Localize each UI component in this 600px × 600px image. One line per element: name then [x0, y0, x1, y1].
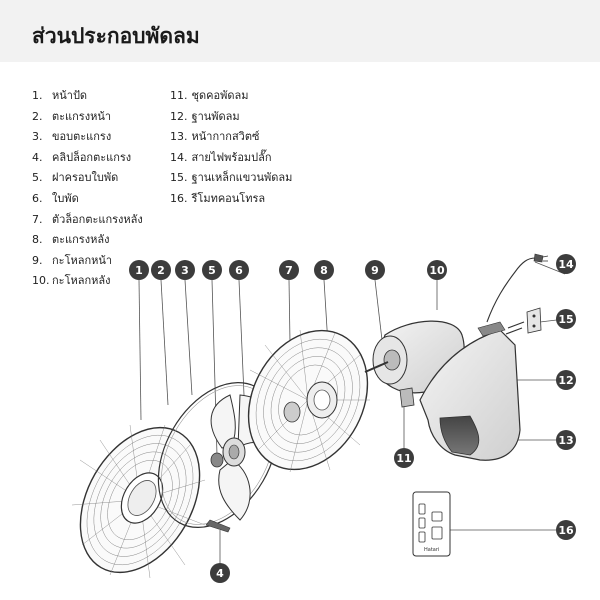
part-number: 1. — [32, 89, 43, 102]
part-name: ชุดคอพัดลม — [191, 89, 249, 102]
power-cord-drawing — [486, 253, 549, 323]
list-item: 12.ฐานพัดลม — [170, 107, 292, 128]
part-name: รีโมทคอนโทรล — [191, 191, 266, 205]
part-number: 4. — [32, 150, 43, 164]
part-number: 9. — [32, 253, 43, 267]
callout-8: 8 — [314, 260, 334, 280]
list-item: 15.ฐานเหล็กแขวนพัดลม — [170, 168, 292, 189]
callout-number: 9 — [371, 264, 379, 277]
callout-number: 1 — [135, 264, 143, 277]
callout-number: 14 — [558, 258, 574, 271]
part-number: 8. — [32, 233, 43, 247]
remote-control-drawing: Hatari — [412, 491, 451, 557]
callout-11: 11 — [394, 448, 414, 468]
part-name: ขอบตะแกรง — [52, 130, 112, 144]
callout-5: 5 — [202, 260, 222, 280]
list-item: 6. ใบพัด — [32, 189, 143, 210]
wall-base-drawing — [419, 321, 521, 461]
part-number: 5. — [32, 171, 43, 185]
part-name: กะโหลกหน้า — [52, 253, 113, 267]
part-number: 15. — [170, 171, 188, 185]
list-item: 1. หน้าปัด — [32, 86, 143, 107]
part-name: ตัวล็อกตะแกรงหลัง — [52, 212, 143, 226]
callout-3: 3 — [175, 260, 195, 280]
callout-number: 10 — [429, 264, 445, 277]
callout-number: 6 — [235, 264, 243, 277]
list-item: 5. ฝาครอบใบพัด — [32, 168, 143, 189]
part-number: 13. — [170, 130, 188, 144]
page-title: ส่วนประกอบพัดลม — [32, 24, 200, 48]
part-name: ใบพัด — [52, 191, 79, 205]
part-name: หน้ากากสวิตซ์ — [191, 130, 260, 144]
rear-grille-drawing — [247, 329, 370, 473]
callout-number: 16 — [558, 524, 574, 537]
part-name: ตะแกรงหลัง — [52, 233, 110, 247]
callout-number: 7 — [285, 264, 293, 277]
callout-number: 11 — [396, 452, 411, 465]
part-number: 7. — [32, 212, 43, 226]
callout-1: 1 — [129, 260, 149, 280]
part-name: ฐานเหล็กแขวนพัดลม — [191, 171, 293, 185]
part-name: ฐานพัดลม — [191, 109, 240, 123]
front-grille-drawing — [71, 424, 206, 579]
callout-16: 16 — [556, 520, 576, 540]
part-number: 14. — [170, 150, 188, 164]
callout-2: 2 — [151, 260, 171, 280]
list-item: 7. ตัวล็อกตะแกรงหลัง — [32, 210, 143, 231]
part-number: 10. — [32, 274, 50, 288]
part-number: 16. — [170, 191, 188, 205]
part-number: 12. — [170, 109, 188, 123]
callout-10: 10 — [427, 260, 447, 280]
callout-number: 2 — [157, 264, 165, 277]
callout-number: 12 — [558, 374, 573, 387]
list-item: 13.หน้ากากสวิตซ์ — [170, 127, 292, 148]
list-item: 3. ขอบตะแกรง — [32, 127, 143, 148]
hanging-bracket-drawing — [505, 307, 542, 335]
list-item: 14.สายไฟพร้อมปลั๊ก — [170, 148, 292, 169]
callout-number: 3 — [181, 264, 189, 277]
parts-list-left: 1. หน้าปัด 2. ตะแกรงหน้า 3. ขอบตะแกรง 4. คลิ… — [32, 86, 143, 292]
part-number: 2. — [32, 109, 43, 123]
part-name: ตะแกรงหน้า — [52, 109, 112, 123]
callout-13: 13 — [556, 430, 576, 450]
callout-12: 12 — [556, 370, 576, 390]
part-number: 6. — [32, 191, 43, 205]
parts-list-right: 11.ชุดคอพัดลม 12.ฐานพัดลม 13.หน้ากากสวิต… — [170, 86, 292, 210]
list-item: 2. ตะแกรงหน้า — [32, 107, 143, 128]
callout-6: 6 — [229, 260, 249, 280]
callout-14: 14 — [556, 254, 576, 274]
callout-number: 15 — [558, 313, 573, 326]
callout-number: 13 — [558, 434, 573, 447]
part-name: คลิปล็อกตะแกรง — [52, 150, 132, 164]
list-item: 9. กะโหลกหน้า — [32, 251, 143, 272]
part-name: กะโหลกหลัง — [52, 274, 111, 288]
callout-7: 7 — [279, 260, 299, 280]
header-band — [0, 0, 600, 62]
callout-4: 4 — [210, 563, 230, 583]
list-item: 16.รีโมทคอนโทรล — [170, 189, 292, 210]
part-number: 11. — [170, 89, 188, 102]
list-item: 8. ตะแกรงหลัง — [32, 230, 143, 251]
callout-number: 8 — [320, 264, 328, 277]
list-item: 4. คลิปล็อกตะแกรง — [32, 148, 143, 169]
part-name: ฝาครอบใบพัด — [52, 171, 119, 185]
callout-15: 15 — [556, 309, 576, 329]
part-name: สายไฟพร้อมปลั๊ก — [191, 150, 272, 164]
part-name: หน้าปัด — [52, 89, 88, 102]
callout-number: 4 — [216, 567, 224, 580]
list-item: 10.กะโหลกหลัง — [32, 271, 143, 292]
list-item: 11.ชุดคอพัดลม — [170, 86, 292, 107]
part-number: 3. — [32, 130, 43, 144]
remote-brand-label: Hatari — [424, 547, 439, 553]
callout-9: 9 — [365, 260, 385, 280]
callout-number: 5 — [208, 264, 216, 277]
